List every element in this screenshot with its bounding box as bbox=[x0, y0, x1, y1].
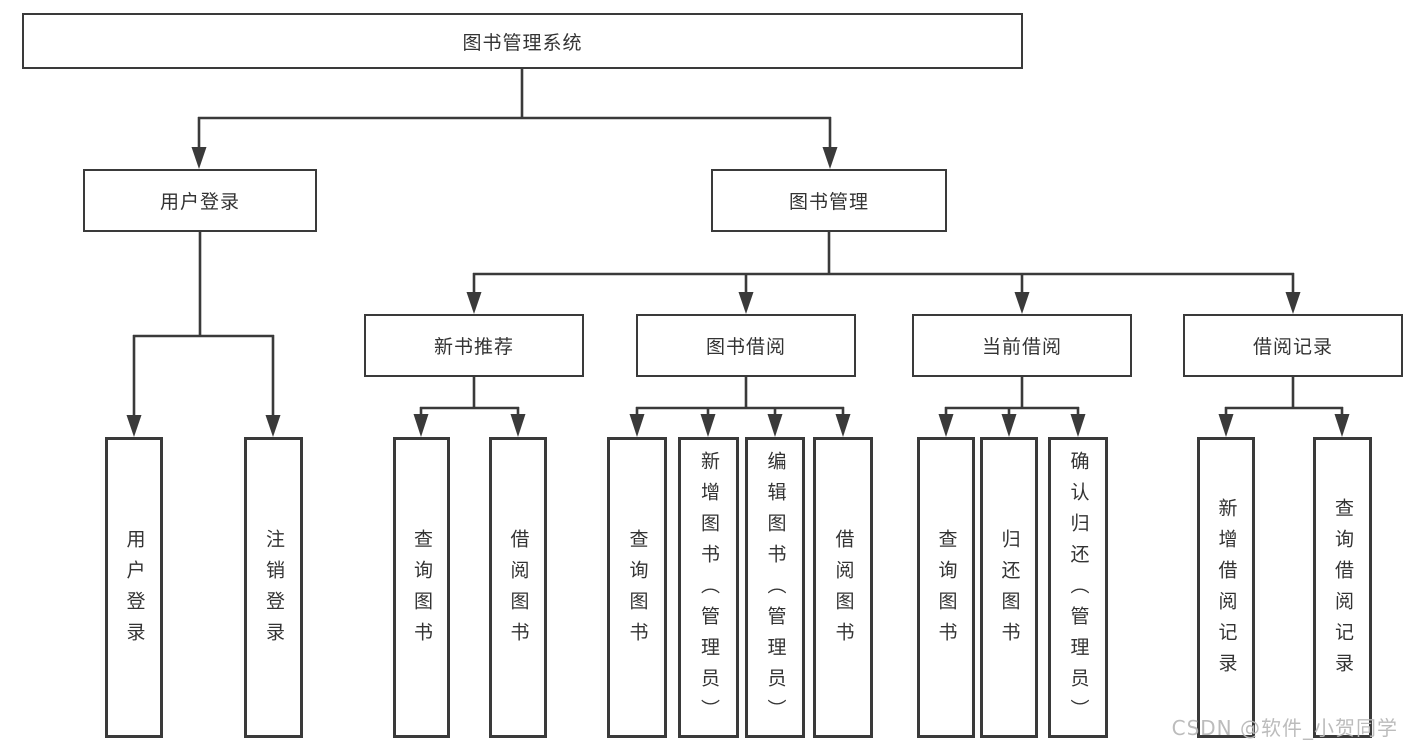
node-book-management: 图书管理 bbox=[711, 169, 947, 232]
node-new-book-recommend: 新书推荐 bbox=[364, 314, 584, 377]
connector-borrow-records-to-leaves bbox=[1218, 377, 1350, 437]
leaf-bb-add-books: 新增图书（管理员） bbox=[678, 437, 739, 738]
connector-root-to-level2 bbox=[191, 68, 838, 169]
connector-user-login-to-leaves bbox=[126, 231, 281, 437]
leaf-user-login: 用户登录 bbox=[105, 437, 163, 738]
leaf-nb-query-books: 查询图书 bbox=[393, 437, 450, 738]
leaf-br-query-record: 查询借阅记录 bbox=[1313, 437, 1372, 738]
leaf-bb-borrow-books: 借阅图书 bbox=[813, 437, 873, 738]
leaf-cb-return-books: 归还图书 bbox=[980, 437, 1038, 738]
node-root: 图书管理系统 bbox=[22, 13, 1023, 69]
leaf-cb-confirm-return: 确认归还（管理员） bbox=[1048, 437, 1108, 738]
leaf-logout: 注销登录 bbox=[244, 437, 303, 738]
connector-book-borrow-to-leaves bbox=[629, 377, 851, 437]
leaf-br-add-record: 新增借阅记录 bbox=[1197, 437, 1255, 738]
watermark: CSDN @软件_小贺同学 bbox=[1171, 716, 1398, 740]
connector-new-book-recommend-to-leaves bbox=[413, 377, 526, 437]
node-current-borrow: 当前借阅 bbox=[912, 314, 1132, 377]
connector-book-management-to-level3 bbox=[466, 231, 1301, 314]
leaf-nb-borrow-books: 借阅图书 bbox=[489, 437, 547, 738]
connector-current-borrow-to-leaves bbox=[938, 377, 1086, 437]
leaf-cb-query-books: 查询图书 bbox=[917, 437, 975, 738]
leaf-bb-query-books: 查询图书 bbox=[607, 437, 667, 738]
node-borrow-records: 借阅记录 bbox=[1183, 314, 1403, 377]
node-book-borrow: 图书借阅 bbox=[636, 314, 856, 377]
node-user-login: 用户登录 bbox=[83, 169, 317, 232]
leaf-bb-edit-books: 编辑图书（管理员） bbox=[745, 437, 805, 738]
